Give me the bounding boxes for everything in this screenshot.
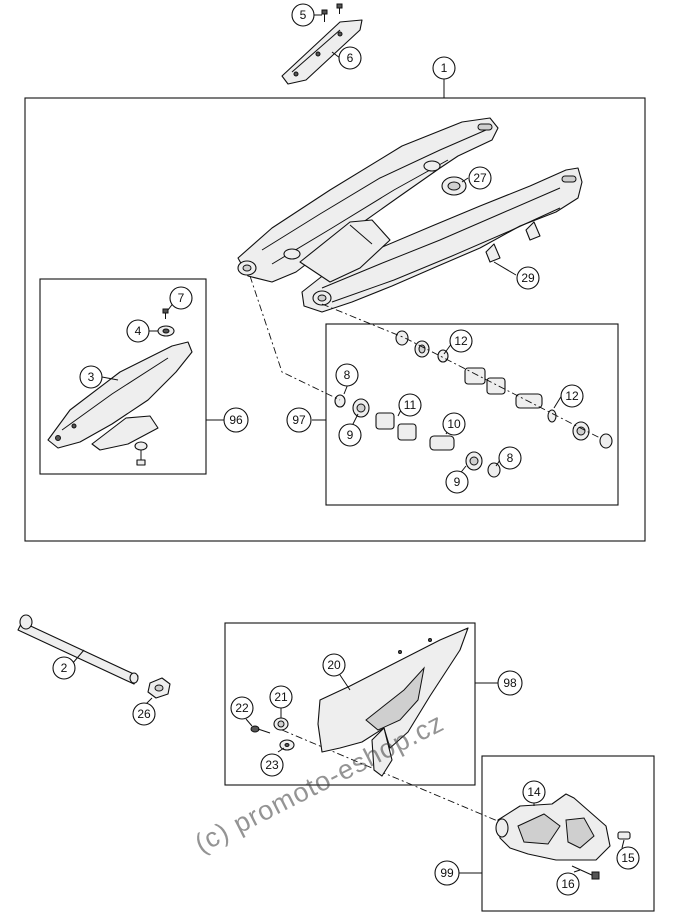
- callout-22: 22: [230, 696, 254, 720]
- callout-14: 14: [522, 780, 546, 804]
- callout-99: 99: [434, 860, 460, 886]
- svg-text:6: 6: [347, 51, 354, 65]
- assembly-line-guard: [281, 729, 501, 823]
- callout-12b: 12: [560, 384, 584, 408]
- callout-2: 2: [52, 656, 76, 680]
- assembly-line-upper: [321, 303, 601, 439]
- svg-text:10: 10: [447, 417, 461, 431]
- chain-slider-lower: [47, 341, 193, 451]
- callout-1: 1: [432, 56, 456, 80]
- callout-20: 20: [322, 653, 346, 677]
- svg-text:2: 2: [61, 661, 68, 675]
- svg-text:29: 29: [521, 271, 535, 285]
- washer-4: [157, 325, 175, 337]
- callout-29: 29: [516, 266, 540, 290]
- svg-text:5: 5: [300, 8, 307, 22]
- callout-12a: 12: [449, 329, 473, 353]
- callout-3: 3: [79, 365, 103, 389]
- svg-text:4: 4: [135, 324, 142, 338]
- chain-guide: [495, 793, 611, 861]
- svg-text:15: 15: [621, 851, 635, 865]
- assembly-line-lower: [249, 275, 341, 401]
- callout-27: 27: [468, 166, 492, 190]
- chain-slider-upper: [281, 19, 363, 85]
- chain-slider-kit-box: [39, 278, 207, 475]
- screw-16: [571, 865, 600, 880]
- callout-15: 15: [616, 846, 640, 870]
- svg-text:3: 3: [88, 370, 95, 384]
- svg-text:1: 1: [441, 61, 448, 75]
- screw-22: [250, 725, 271, 734]
- svg-text:7: 7: [178, 291, 185, 305]
- screw-15: [617, 831, 631, 840]
- callout-98: 98: [497, 670, 523, 696]
- callout-8b: 8: [498, 446, 522, 470]
- svg-text:21: 21: [274, 690, 288, 704]
- svg-text:12: 12: [565, 389, 579, 403]
- callout-23: 23: [260, 753, 284, 777]
- svg-text:16: 16: [561, 877, 575, 891]
- svg-text:98: 98: [503, 676, 517, 690]
- svg-text:23: 23: [265, 758, 279, 772]
- callout-9b: 9: [445, 470, 469, 494]
- nut-26: [147, 677, 171, 699]
- svg-text:8: 8: [507, 451, 514, 465]
- svg-text:9: 9: [454, 475, 461, 489]
- svg-text:26: 26: [137, 707, 151, 721]
- svg-text:96: 96: [229, 413, 243, 427]
- callout-26: 26: [132, 702, 156, 726]
- callout-5: 5: [291, 3, 315, 27]
- callout-8a: 8: [335, 363, 359, 387]
- screw-5: [321, 3, 343, 22]
- bearing-kit-parts: [334, 330, 613, 478]
- svg-text:20: 20: [327, 658, 341, 672]
- chain-guard-kit-box: [224, 622, 476, 786]
- bushing-27: [441, 176, 467, 196]
- chain-guard: [317, 627, 469, 777]
- washer-23: [279, 739, 295, 751]
- callout-9a: 9: [338, 423, 362, 447]
- svg-text:22: 22: [235, 701, 249, 715]
- callout-96: 96: [223, 407, 249, 433]
- bushing-21: [273, 717, 289, 731]
- chain-guide-kit-box: [481, 755, 655, 912]
- swingarm: [237, 117, 583, 313]
- svg-text:8: 8: [344, 368, 351, 382]
- svg-text:12: 12: [454, 334, 468, 348]
- callout-16: 16: [556, 872, 580, 896]
- svg-text:27: 27: [473, 171, 487, 185]
- callout-97: 97: [286, 407, 312, 433]
- callout-10: 10: [442, 412, 466, 436]
- callout-7: 7: [169, 286, 193, 310]
- svg-text:9: 9: [347, 428, 354, 442]
- svg-text:97: 97: [292, 413, 306, 427]
- screw-lower: [134, 441, 148, 466]
- screw-7: [162, 308, 169, 319]
- callout-21: 21: [269, 685, 293, 709]
- svg-text:11: 11: [404, 398, 417, 412]
- callout-4: 4: [126, 319, 150, 343]
- svg-text:99: 99: [440, 866, 454, 880]
- callout-6: 6: [338, 46, 362, 70]
- callout-11: 11: [398, 393, 422, 417]
- swingarm-group-box: [24, 97, 646, 542]
- svg-text:14: 14: [527, 785, 541, 799]
- bearing-kit-box: [325, 323, 619, 506]
- pivot-axle: [17, 614, 139, 685]
